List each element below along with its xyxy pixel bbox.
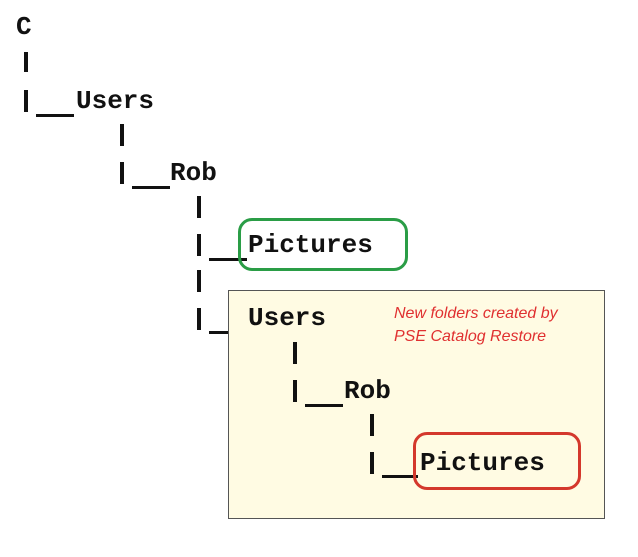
- restored-pictures-label: Pictures: [420, 448, 545, 478]
- restored-users-label: Users: [248, 303, 327, 333]
- connector-rob-vertical-1: [197, 196, 201, 218]
- connector-rob-pictures-horizontal: [209, 258, 247, 261]
- connector-restored-rob-pictures-horizontal: [382, 475, 418, 478]
- connector-restored-users-vertical-2: [293, 380, 297, 402]
- restored-pictures-highlight: [413, 432, 581, 490]
- restore-note: New folders created by PSE Catalog Resto…: [394, 302, 604, 348]
- connector-c-vertical-1: [24, 52, 28, 72]
- folder-rob-label: Rob: [170, 158, 217, 188]
- connector-users-rob-horizontal: [132, 186, 170, 189]
- connector-users-vertical-1: [120, 124, 124, 146]
- folder-pictures-label: Pictures: [248, 230, 373, 260]
- folder-c-label: C: [16, 12, 32, 42]
- restore-note-line-1: New folders created by: [394, 305, 558, 322]
- connector-c-vertical-2: [24, 90, 28, 112]
- connector-rob-vertical-3: [197, 270, 201, 292]
- restore-note-line-2: PSE Catalog Restore: [394, 328, 547, 345]
- connector-restored-users-vertical-1: [293, 342, 297, 364]
- connector-users-vertical-2: [120, 162, 124, 184]
- connector-restored-rob-vertical-1: [370, 414, 374, 436]
- connector-rob-vertical-4: [197, 308, 201, 330]
- restored-rob-label: Rob: [344, 376, 391, 406]
- folder-users-label: Users: [76, 86, 155, 116]
- connector-restored-users-rob-horizontal: [305, 404, 343, 407]
- connector-c-users-horizontal: [36, 114, 74, 117]
- connector-rob-vertical-2: [197, 234, 201, 256]
- connector-restored-rob-vertical-2: [370, 452, 374, 474]
- original-pictures-highlight: [238, 218, 408, 271]
